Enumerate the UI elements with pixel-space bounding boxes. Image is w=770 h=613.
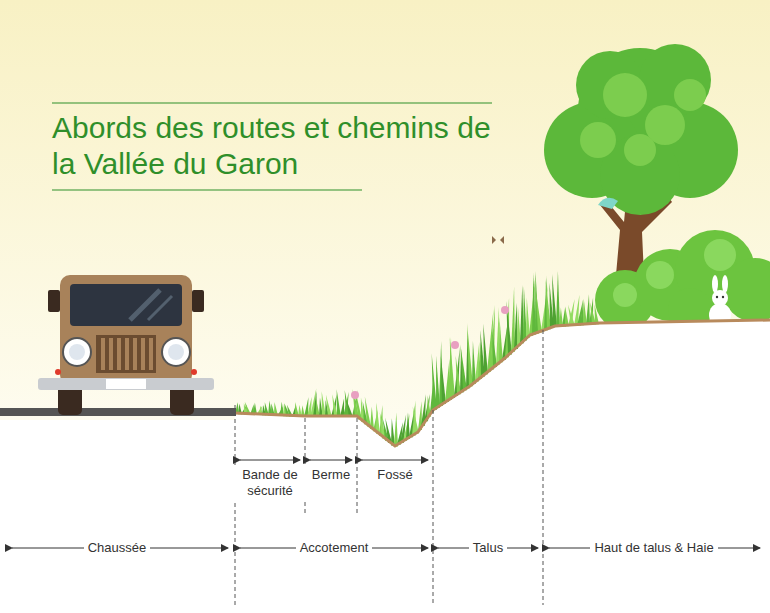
grass-blade bbox=[472, 341, 476, 384]
grass-blade bbox=[337, 389, 341, 417]
grass-blade bbox=[394, 413, 398, 447]
grass-blade bbox=[346, 399, 353, 417]
zone-label: Haut de talus & Haie bbox=[590, 540, 717, 556]
flower bbox=[501, 306, 509, 314]
zone-label: Bande de sécurité bbox=[234, 467, 306, 500]
grass-blade bbox=[460, 344, 467, 390]
grass-blade bbox=[310, 388, 316, 417]
grass-blade bbox=[577, 300, 583, 326]
grass-blade bbox=[559, 308, 563, 327]
grass-blade bbox=[406, 412, 410, 439]
grass-blade bbox=[326, 395, 332, 417]
grass-blade bbox=[526, 298, 530, 338]
grass-blade bbox=[556, 271, 560, 327]
grass-blade bbox=[565, 306, 569, 326]
grass-blade bbox=[595, 305, 599, 325]
flower bbox=[351, 391, 359, 399]
grass-blade bbox=[499, 318, 503, 362]
grass-blade bbox=[441, 356, 446, 404]
zone-label: Talus bbox=[469, 540, 507, 556]
diagram-title: Abords des routes et chemins de la Vallé… bbox=[52, 110, 507, 182]
grass-blade bbox=[568, 299, 575, 326]
grass-blade bbox=[568, 305, 575, 326]
zone-label: Chaussée bbox=[84, 540, 151, 556]
grass-blade bbox=[536, 289, 542, 332]
zone-label: Accotement bbox=[296, 540, 373, 556]
grass-blade bbox=[483, 323, 488, 374]
flower bbox=[451, 341, 459, 349]
grass-blade bbox=[376, 402, 380, 433]
zone-label: Fossé bbox=[373, 467, 416, 483]
grass-blade bbox=[467, 323, 473, 386]
zone-label: Berme bbox=[308, 467, 354, 483]
grass-blade bbox=[340, 398, 344, 417]
grass-blade bbox=[586, 294, 590, 324]
